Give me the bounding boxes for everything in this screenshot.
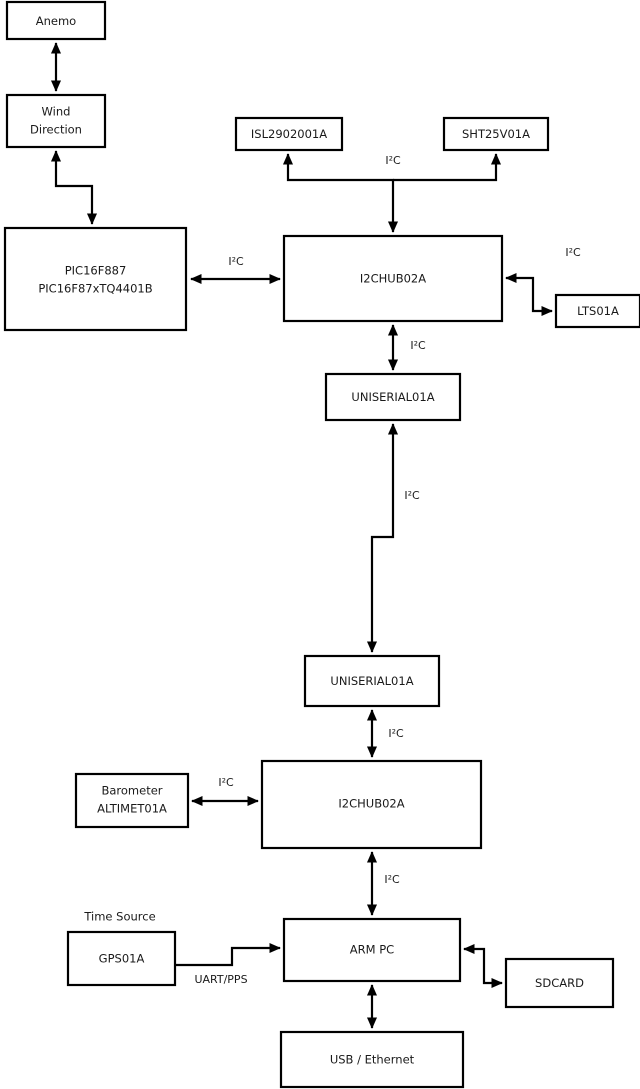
node-uniserial01a-top-label: UNISERIAL01A [351,390,434,404]
node-pic-mcu-label-line2: PIC16F87xTQ4401B [38,282,152,296]
node-sdcard[interactable]: SDCARD [504,957,615,1009]
edge-label-pic-hub: I²C [228,255,244,268]
node-usb-ethernet[interactable]: USB / Ethernet [279,1030,465,1089]
node-i2chub02a-bottom-label: I2CHUB02A [338,797,404,811]
node-arm-pc[interactable]: ARM PC [282,917,462,983]
node-barometer-label-line1: Barometer [101,784,162,798]
node-sdcard-label: SDCARD [535,976,584,990]
node-sht25v01a-label: SHT25V01A [462,127,530,141]
node-usb-ethernet-label: USB / Ethernet [330,1053,415,1067]
node-uniserial01a-bottom-label: UNISERIAL01A [330,674,413,688]
node-uniserial01a-top[interactable]: UNISERIAL01A [324,372,462,422]
node-pic-mcu-label-line1: PIC16F887 [65,264,127,278]
edge-label-hub-sensors: I²C [385,154,401,167]
node-gps01a-label: GPS01A [99,952,145,966]
node-uniserial01a-bottom[interactable]: UNISERIAL01A [303,654,441,708]
node-arm-pc-label: ARM PC [350,943,394,957]
edge-label-uniserial-link: I²C [404,489,420,502]
node-barometer-label-line2: ALTIMET01A [97,802,167,816]
node-i2chub02a-top[interactable]: I2CHUB02A [282,234,504,323]
node-gps01a[interactable]: GPS01A [66,930,177,987]
edge-label-barometer-hub: I²C [218,776,234,789]
node-isl2902001a-label: ISL2902001A [251,127,327,141]
nodes: Anemo Wind Direction PIC16F887 PIC16F87x… [3,0,640,1089]
edge-gps-armpc [175,942,281,967]
edge-armpc-sdcard [463,943,503,989]
edge-label-hub2-armpc: I²C [384,873,400,886]
free-labels: Time Source [83,910,155,924]
edge-hubtop-lts [505,272,553,317]
node-isl2902001a[interactable]: ISL2902001A [234,116,344,152]
node-barometer[interactable]: Barometer ALTIMET01A [74,772,190,829]
edges [50,42,553,1029]
edge-labels: I²C I²C I²C I²C I²C I²C I²C I²C UART/PPS [194,154,581,986]
edge-label-hub-lts: I²C [565,246,581,259]
node-anemo-label: Anemo [36,14,76,28]
node-lts01a-label: LTS01A [577,304,619,318]
edge-label-uniserial-hub2: I²C [388,727,404,740]
edge-wind-pic [50,150,98,225]
node-lts01a[interactable]: LTS01A [554,293,640,329]
node-i2chub02a-top-label: I2CHUB02A [360,272,426,286]
node-sht25v01a[interactable]: SHT25V01A [442,116,550,152]
node-wind-direction-label-line2: Direction [30,123,82,137]
edge-hubtop-bus [282,153,399,233]
edge-label-hub-uniserial: I²C [410,339,426,352]
edge-uniserial-link [366,423,399,653]
node-wind-direction-label-line1: Wind [42,105,71,119]
edge-label-gps-armpc: UART/PPS [194,973,247,986]
node-i2chub02a-bottom[interactable]: I2CHUB02A [260,759,483,850]
node-wind-direction[interactable]: Wind Direction [5,93,107,149]
node-anemo[interactable]: Anemo [5,0,107,41]
time-source-label: Time Source [83,910,155,924]
edge-bus-sht [393,153,502,182]
node-pic-mcu[interactable]: PIC16F887 PIC16F87xTQ4401B [3,226,188,332]
